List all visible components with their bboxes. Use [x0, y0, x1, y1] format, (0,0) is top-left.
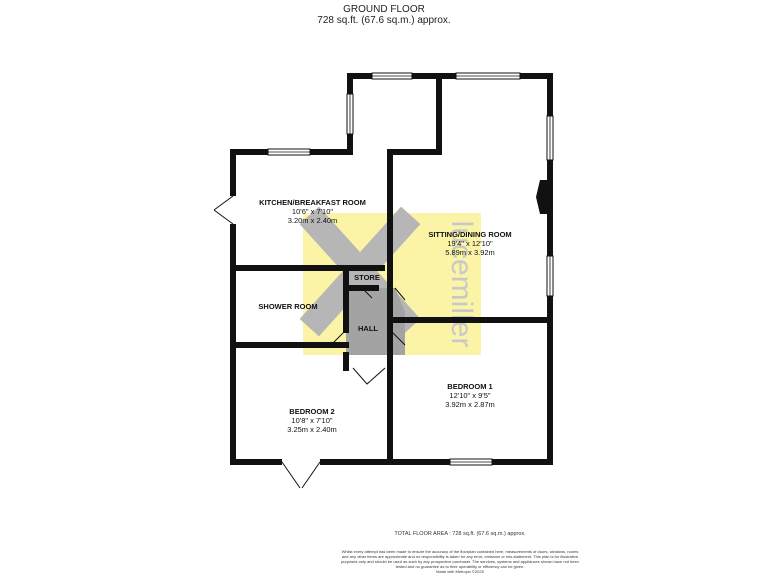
- room-hall: HALL: [348, 324, 388, 333]
- side-door-gap: [230, 196, 236, 224]
- bedroom2-french-doors: [281, 461, 321, 489]
- side-door: [213, 195, 234, 225]
- total-floor-area: TOTAL FLOOR AREA : 728 sq.ft. (67.6 sq.m…: [394, 531, 526, 537]
- window-lines: [268, 75, 551, 463]
- room-imperial: 10'8" x 7'10": [291, 416, 333, 425]
- bedroom2-french-door-gap: [282, 459, 320, 465]
- room-sitting: SITTING/DINING ROOM 19'4" x 12'10" 5.89m…: [405, 230, 535, 257]
- room-bedroom1: BEDROOM 1 12'10" x 9'5" 3.92m x 2.87m: [420, 382, 520, 409]
- room-metric: 3.25m x 2.40m: [287, 425, 337, 434]
- credit: Made with Metropix ©2025: [436, 569, 484, 574]
- doors[interactable]: [213, 195, 406, 489]
- fireplace: [536, 180, 550, 214]
- room-name: BEDROOM 2: [289, 407, 335, 416]
- partition-kitchen-sitting: [387, 73, 442, 465]
- disclaimer-text: Whilst every attempt has been made to en…: [341, 549, 579, 569]
- room-shower: SHOWER ROOM: [248, 302, 328, 311]
- store-door: [361, 287, 373, 299]
- shower-door: [333, 329, 347, 343]
- room-metric: 5.89m x 3.92m: [445, 248, 495, 257]
- floor-name: GROUND FLOOR: [343, 4, 425, 15]
- watermark-text: lucemiller: [445, 221, 478, 348]
- room-kitchen: KITCHEN/BREAKFAST ROOM 10'6" x 7'10" 3.2…: [240, 198, 385, 225]
- room-imperial: 19'4" x 12'10": [447, 239, 493, 248]
- sitting-door: [394, 287, 406, 301]
- room-name: KITCHEN/BREAKFAST ROOM: [259, 198, 366, 207]
- room-name: STORE: [354, 273, 380, 282]
- bedroom1-door: [389, 329, 406, 346]
- floor-area: 728 sq.ft. (67.6 sq.m.) approx.: [317, 15, 451, 26]
- walls: [230, 73, 553, 465]
- room-bedroom2: BEDROOM 2 10'8" x 7'10" 3.25m x 2.40m: [262, 407, 362, 434]
- disclaimer: Whilst every attempt has been made to en…: [340, 549, 580, 574]
- room-metric: 3.20m x 2.40m: [287, 216, 338, 225]
- room-store: STORE: [346, 273, 388, 282]
- room-name: HALL: [358, 324, 378, 333]
- room-metric: 3.92m x 2.87m: [445, 400, 495, 409]
- room-imperial: 10'6" x 7'10": [291, 207, 334, 216]
- room-name: SITTING/DINING ROOM: [428, 230, 512, 239]
- room-name: BEDROOM 1: [447, 382, 493, 391]
- outer-wall: [230, 73, 553, 465]
- room-name: SHOWER ROOM: [258, 302, 318, 311]
- room-imperial: 12'10" x 9'5": [449, 391, 491, 400]
- hall-door: [352, 367, 386, 385]
